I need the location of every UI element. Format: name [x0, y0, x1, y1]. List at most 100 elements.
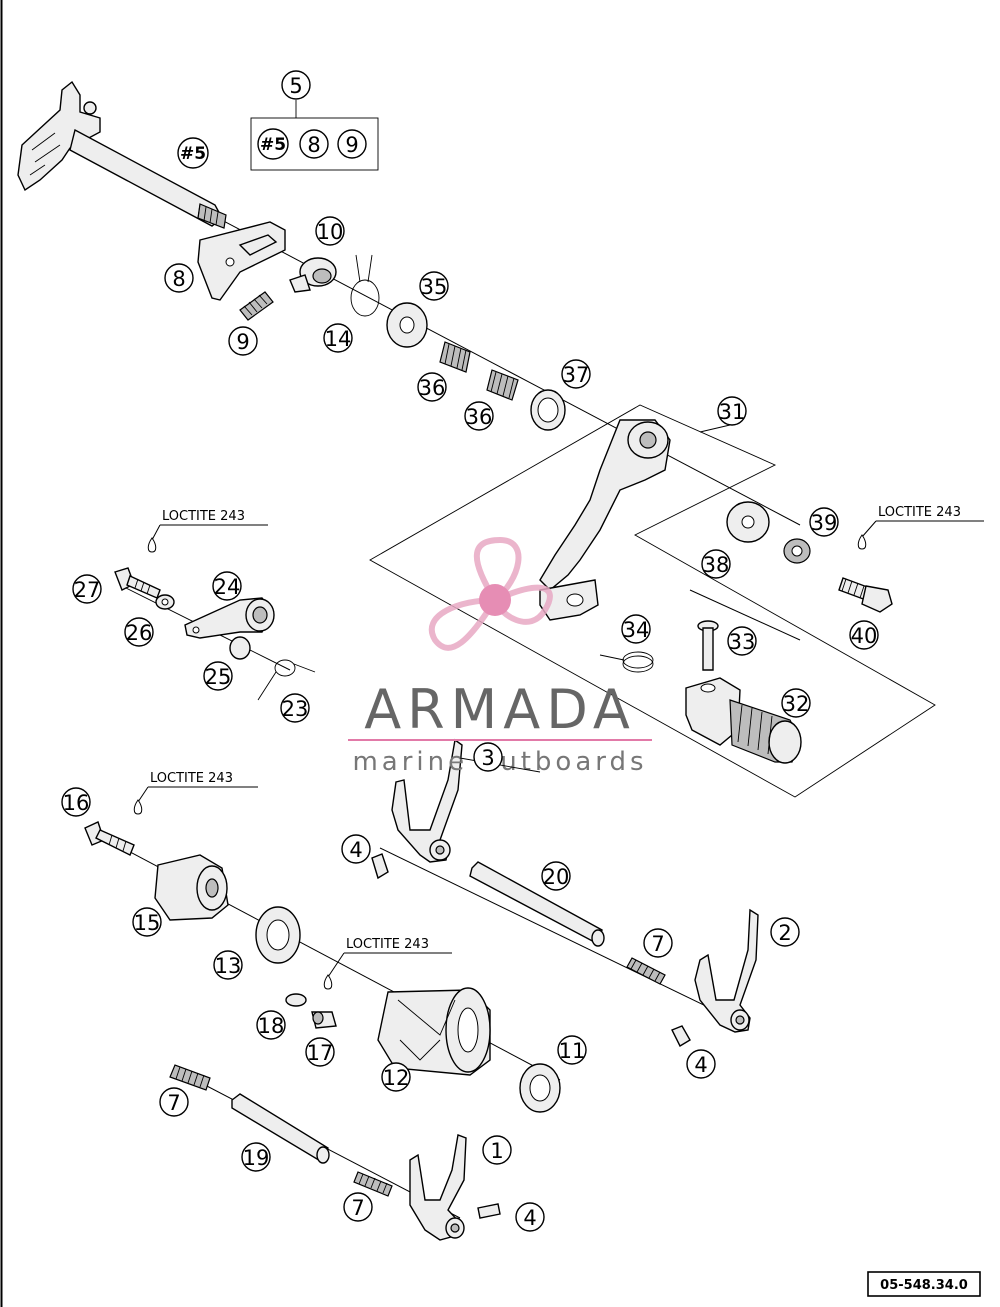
kit-contents-box: [250, 117, 379, 171]
callout-p40: 40: [849, 620, 879, 650]
callout-circle: [419, 271, 449, 301]
callout-circle: [717, 396, 747, 426]
callout-p36a: 36: [417, 372, 447, 402]
shift-plate: [197, 221, 286, 301]
callout-circle: [621, 614, 651, 644]
reference-number: 05-548.34.0: [880, 1278, 968, 1293]
callout-label: 4: [349, 838, 362, 862]
callout-label: #5: [180, 144, 206, 164]
adhesive-drop-icon: [147, 537, 157, 553]
callout-circle: [643, 928, 673, 958]
callout-circle: [61, 787, 91, 817]
callout-circle: [305, 1037, 335, 1067]
callout-label: 37: [563, 363, 590, 387]
callout-circle: [280, 693, 310, 723]
callout-label: 23: [282, 697, 309, 721]
callout-p39: 39: [809, 507, 839, 537]
callout-p10: 10: [315, 216, 345, 246]
part-10-bushing: [289, 257, 337, 293]
callout-label: 9: [236, 330, 249, 354]
callout-label: 36: [466, 405, 493, 429]
callout-p14: 14: [323, 323, 353, 353]
callout-circle: [701, 549, 731, 579]
callout-p37: 37: [561, 359, 591, 389]
shift-lever: [539, 419, 671, 621]
callout-circle: [561, 359, 591, 389]
callout-circle: [482, 1135, 512, 1165]
part-2-shift-fork: [694, 908, 759, 1033]
callout-label: 10: [317, 220, 344, 244]
loctite-label: LOCTITE 243: [162, 509, 245, 524]
callout-circle: [781, 688, 811, 718]
note-leader: [151, 524, 161, 541]
callout-p15: 15: [132, 907, 162, 937]
callout-p27: 27: [72, 574, 102, 604]
callout-label: 1: [490, 1139, 503, 1163]
callout-p20: 20: [541, 861, 571, 891]
kit-item-label: 8: [307, 133, 320, 157]
callout-p4c: 4: [515, 1202, 545, 1232]
part-4-pin-a: [371, 853, 389, 880]
propeller-blade-icon: [491, 584, 553, 625]
callout-circle: [72, 574, 102, 604]
callout-circle: [343, 1192, 373, 1222]
callout-circle: [164, 263, 194, 293]
part-27-bolt: [114, 567, 161, 599]
callout-label: 34: [623, 618, 650, 642]
part-32-shift-pedal-tip: [685, 677, 802, 764]
callout-p31: 31: [717, 396, 747, 426]
callout-circle: [132, 907, 162, 937]
part-26-washer: [155, 594, 175, 610]
loctite-label: LOCTITE 243: [346, 937, 429, 952]
callout-label: 40: [851, 624, 878, 648]
kit-item-label: #5: [260, 135, 286, 155]
callout-circle: [464, 401, 494, 431]
callout-label: 2: [778, 921, 791, 945]
part-19-shift-rod: [231, 1093, 330, 1164]
loctite-note: LOCTITE 243: [147, 509, 268, 553]
adhesive-drop-icon: [857, 534, 867, 550]
callout-label: 25: [205, 665, 232, 689]
part-36-bearing-a: [439, 341, 471, 373]
part-1-shift-fork: [409, 1134, 467, 1241]
callout-circle: [177, 137, 209, 169]
callout-p35: 35: [419, 271, 449, 301]
callout-p34: 34: [621, 614, 651, 644]
callout-circle: [541, 861, 571, 891]
callout-label: 4: [523, 1206, 536, 1230]
kit-item: #5: [257, 128, 289, 160]
callout-p7b: 7: [159, 1087, 189, 1117]
loctite-label: LOCTITE 243: [878, 505, 961, 520]
callout-label: 39: [811, 511, 838, 535]
propeller-logo: [428, 536, 553, 651]
part-40-bolt: [838, 577, 893, 613]
part-39-lock-washer: [783, 538, 811, 564]
callout-label: 35: [421, 275, 448, 299]
spring-9: [239, 291, 274, 321]
part-25-roller: [229, 636, 251, 660]
callout-p33: 33: [727, 626, 757, 656]
callout-circle: [770, 917, 800, 947]
propeller-hub-icon: [479, 584, 511, 616]
callout-p2: 2: [770, 917, 800, 947]
callout-circle: [473, 742, 503, 772]
callout-circle: [809, 507, 839, 537]
callout-label: 17: [307, 1041, 334, 1065]
callout-p8: 8: [164, 263, 194, 293]
callout-circle: [315, 216, 345, 246]
callout-circle: [241, 1142, 271, 1172]
callout-label: 7: [651, 932, 664, 956]
armada-watermark: ARMADA marine outboards: [348, 536, 652, 777]
propeller-blade-icon: [428, 596, 501, 651]
callout-label: 7: [167, 1091, 180, 1115]
callout-circle: [213, 950, 243, 980]
callout-p24: 24: [212, 571, 242, 601]
part-4-pin-c: [477, 1203, 501, 1219]
callout-circle: [341, 834, 371, 864]
callout-circle: [849, 620, 879, 650]
callout-label: 27: [74, 578, 101, 602]
part-7-spring-b: [169, 1064, 211, 1091]
loctite-note: LOCTITE 243: [857, 505, 984, 550]
callout-p18: 18: [256, 1010, 286, 1040]
